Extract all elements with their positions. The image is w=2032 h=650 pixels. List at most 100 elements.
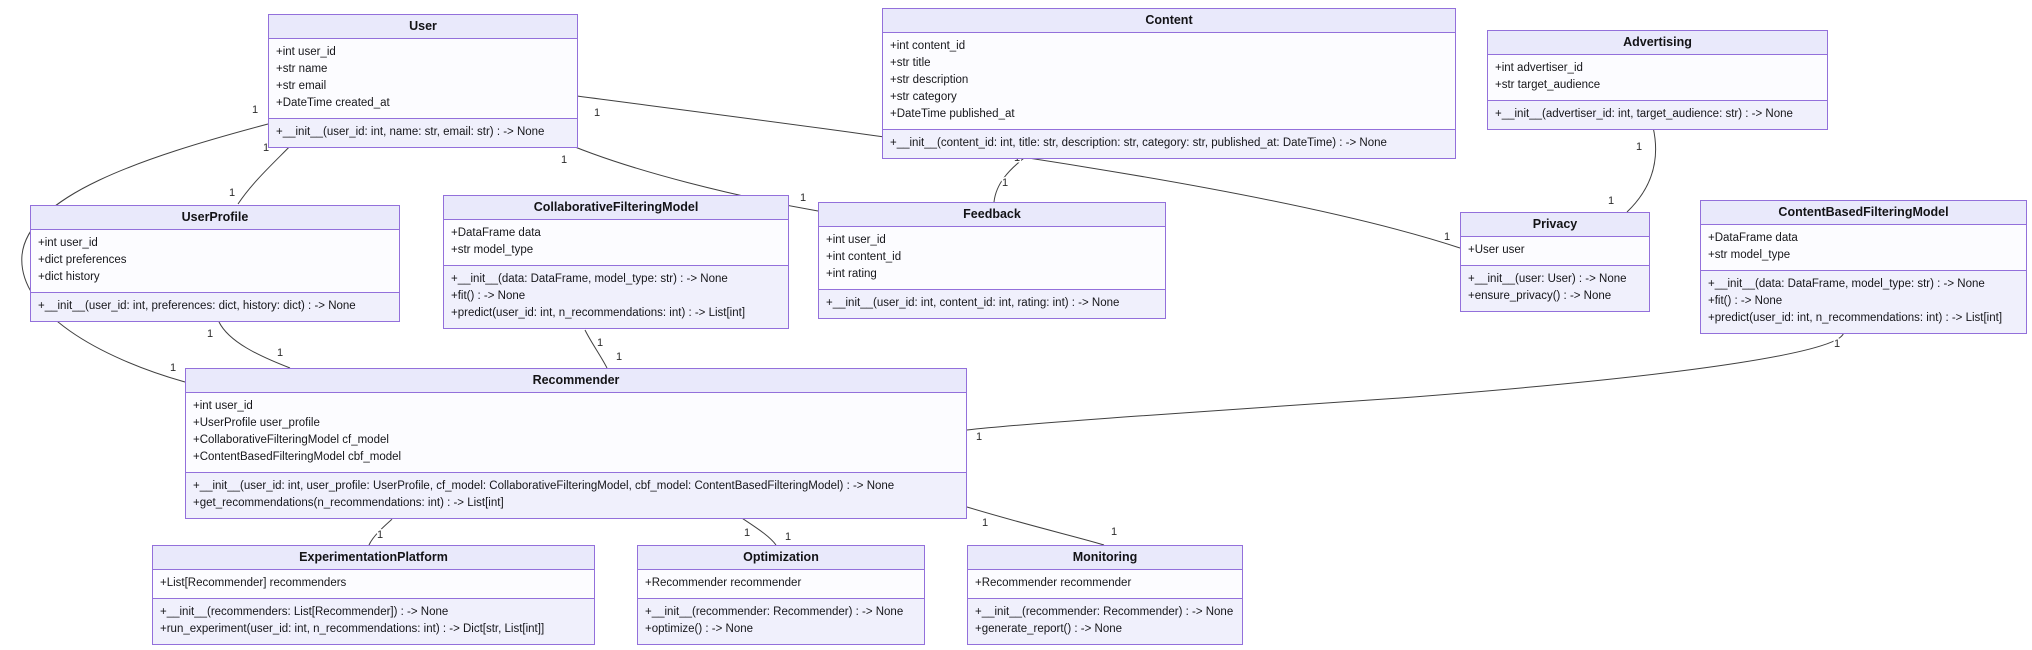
class-methods: +__init__(user_id: int, name: str, email…	[269, 118, 577, 147]
class-title: UserProfile	[31, 206, 399, 230]
class-attributes: +User user	[1461, 237, 1649, 265]
class-method: +__init__(user_id: int, name: str, email…	[276, 126, 545, 138]
class-attribute: +str title	[890, 57, 931, 69]
cardinality-label: 1	[561, 154, 567, 166]
class-box-content: Content +int content_id +str title +str de…	[882, 8, 1456, 159]
class-title: Feedback	[819, 203, 1165, 227]
cardinality-label: 1	[982, 517, 988, 529]
class-title: CollaborativeFilteringModel	[444, 196, 788, 220]
class-title: Monitoring	[968, 546, 1242, 570]
edge-recommender-monitoring	[966, 506, 1105, 546]
class-attributes: +DataFrame data+str model_type	[444, 220, 788, 265]
class-attributes: +int user_id +str name +str email +DateTime…	[269, 39, 577, 118]
class-attribute: +int content_id	[890, 40, 966, 52]
cardinality-label: 1	[594, 107, 600, 119]
class-box-recommender: Recommender +int user_id +UserProfile use…	[185, 368, 967, 519]
cardinality-label: 1	[229, 187, 235, 199]
cardinality-label: 1	[252, 104, 258, 116]
class-methods: +__init__(user_id: int, preferences: dic…	[31, 292, 399, 321]
class-attribute: +str description	[890, 74, 969, 86]
edge-content-feedback	[993, 154, 1029, 203]
class-method: +fit() : -> None	[1708, 295, 1783, 307]
class-methods: +__init__(recommenders: List[Recommender…	[153, 598, 594, 644]
class-box-userprofile: UserProfile +int user_id+dict preference…	[30, 205, 400, 322]
class-attribute: +int advertiser_id	[1495, 62, 1583, 74]
class-attribute: +str name	[276, 63, 328, 75]
class-attribute: +int user_id	[193, 400, 253, 412]
cardinality-label: 1	[1002, 177, 1008, 189]
class-attribute: +int user_id	[276, 46, 336, 58]
cardinality-label: 1	[1636, 141, 1642, 153]
class-box-monitoring: Monitoring +Recommender recommender +__i…	[967, 545, 1243, 645]
class-attribute: +ContentBasedFilteringModel cbf_model	[193, 451, 402, 463]
class-methods: +__init__(advertiser_id: int, target_aud…	[1488, 100, 1827, 129]
class-method: +__init__(recommender: Recommender) : ->…	[975, 606, 1234, 618]
cardinality-label: 1	[1608, 195, 1614, 207]
cardinality-label: 1	[800, 192, 806, 204]
cardinality-label: 1	[744, 527, 750, 539]
class-methods: +__init__(recommender: Recommender) : ->…	[968, 598, 1242, 644]
class-attributes: +int user_id+dict preferences+dict histo…	[31, 230, 399, 292]
cardinality-label: 1	[976, 431, 982, 443]
class-box-feedback: Feedback +int user_id+int content_id+int…	[818, 202, 1166, 319]
class-method: +__init__(recommenders: List[Recommender…	[160, 606, 449, 618]
class-attribute: +Recommender recommender	[645, 577, 802, 589]
edge-user-recommender	[21, 123, 269, 383]
class-attribute: +str target_audience	[1495, 79, 1601, 91]
class-method: +run_experiment(user_id: int, n_recommen…	[160, 623, 545, 635]
class-attribute: +str model_type	[1708, 249, 1791, 261]
class-method: +optimize() : -> None	[645, 623, 754, 635]
class-methods: +__init__(user: User) : -> None +ensure_p…	[1461, 265, 1649, 311]
class-box-privacy: Privacy +User user +__init__(user: User)…	[1460, 212, 1650, 312]
cardinality-label: 1	[1111, 526, 1117, 538]
class-method: +__init__(user: User) : -> None	[1468, 273, 1627, 285]
class-attribute: +str email	[276, 80, 327, 92]
class-attributes: +DataFrame data +str model_type	[1701, 225, 2026, 270]
cardinality-label: 1	[277, 347, 283, 359]
class-attribute: +DateTime published_at	[890, 108, 1015, 120]
class-attributes: +int user_id +UserProfile user_profile +Co…	[186, 393, 966, 472]
class-title: Recommender	[186, 369, 966, 393]
cardinality-label: 1	[1444, 231, 1450, 243]
class-method: +fit() : -> None	[451, 290, 526, 302]
class-method: +__init__(user_id: int, content_id: int,…	[826, 297, 1120, 309]
class-attribute: +str category	[890, 91, 957, 103]
class-methods: +__init__(data: DataFrame, model_type: s…	[1701, 270, 2026, 333]
class-attribute: +DataFrame data	[1708, 232, 1798, 244]
class-attribute: +UserProfile user_profile	[193, 417, 320, 429]
edge-contentbasedfilteringmodel-recommender	[966, 329, 1845, 431]
class-box-collaborativefilteringmodel: CollaborativeFilteringModel +DataFrame d…	[443, 195, 789, 329]
class-attributes: +Recommender recommender	[638, 570, 924, 598]
class-attribute: +DataFrame data	[451, 227, 541, 239]
class-attribute: +int content_id	[826, 251, 902, 263]
class-attribute: +dict history	[38, 271, 100, 283]
class-methods: +__init__(recommender: Recommender) : ->…	[638, 598, 924, 644]
cardinality-label: 1	[597, 337, 603, 349]
class-attribute: +int user_id	[38, 237, 98, 249]
class-method: +ensure_privacy() : -> None	[1468, 290, 1612, 302]
class-title: Optimization	[638, 546, 924, 570]
edge-collaborativefilteringmodel-recommender	[584, 329, 608, 369]
cardinality-label: 1	[263, 142, 269, 154]
edge-userprofile-recommender	[218, 321, 291, 369]
class-attributes: +int user_id+int content_id+int rating	[819, 227, 1165, 289]
class-method: +__init__(user_id: int, preferences: dic…	[38, 300, 356, 312]
class-title: Privacy	[1461, 213, 1649, 237]
class-title: ContentBasedFilteringModel	[1701, 201, 2026, 225]
class-box-optimization: Optimization +Recommender recommender +_…	[637, 545, 925, 645]
class-methods: +__init__(content_id: int, title: str, d…	[883, 129, 1455, 158]
class-attributes: +int content_id +str title +str descriptio…	[883, 33, 1455, 129]
class-method: +predict(user_id: int, n_recommendations…	[1708, 312, 2003, 324]
class-method: +predict(user_id: int, n_recommendations…	[451, 307, 746, 319]
class-title: User	[269, 15, 577, 39]
cardinality-label: 1	[170, 362, 176, 374]
class-method: +__init__(content_id: int, title: str, d…	[890, 137, 1387, 149]
edge-user-privacy	[576, 95, 1461, 249]
cardinality-label: 1	[616, 351, 622, 363]
class-attributes: +List[Recommender] recommenders	[153, 570, 594, 598]
class-attribute: +DateTime created_at	[276, 97, 390, 109]
class-method: +__init__(data: DataFrame, model_type: s…	[1708, 278, 1985, 290]
cardinality-label: 1	[1834, 338, 1840, 350]
class-title: Content	[883, 9, 1455, 33]
